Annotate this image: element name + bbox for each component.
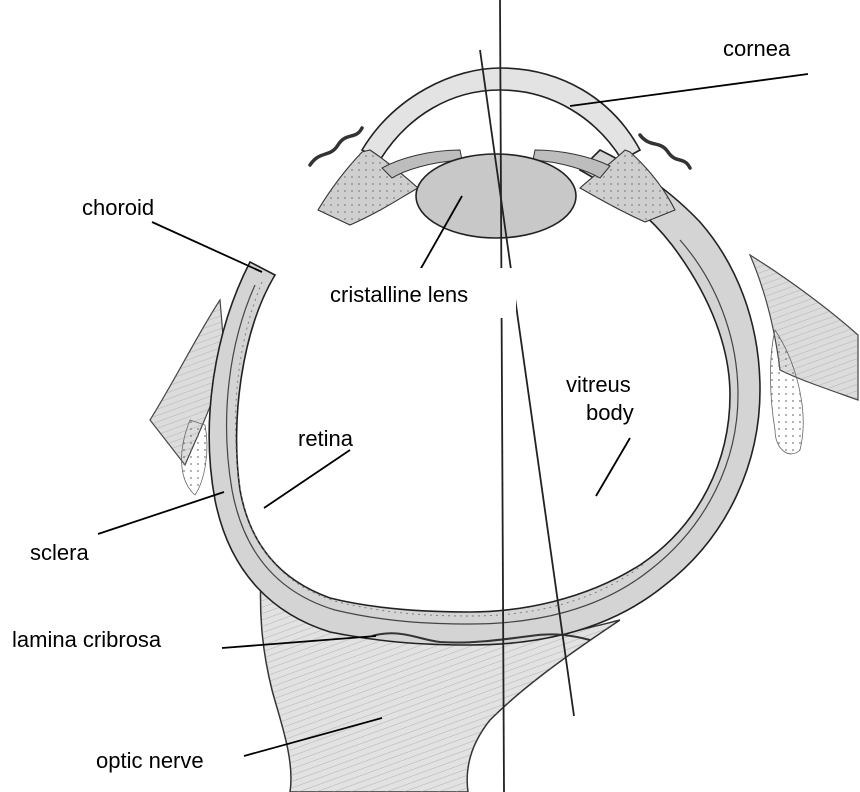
label-choroid: choroid xyxy=(82,195,154,220)
right-conjunctiva xyxy=(640,135,690,168)
label-vitreus: vitreus xyxy=(566,372,631,397)
retina-leader xyxy=(264,450,350,508)
label-retina: retina xyxy=(298,426,354,451)
label-cornea: cornea xyxy=(723,36,791,61)
label-body: body xyxy=(586,400,634,425)
left-conjunctiva xyxy=(310,128,362,165)
sclera-leader xyxy=(98,492,224,534)
label-cristalline-lens: cristalline lens xyxy=(330,282,468,307)
label-sclera: sclera xyxy=(30,540,89,565)
vitreus-leader xyxy=(596,438,630,496)
choroid-leader xyxy=(152,222,262,272)
label-lamina-cribrosa: lamina cribrosa xyxy=(12,627,162,652)
cornea-leader xyxy=(570,74,808,106)
label-optic-nerve: optic nerve xyxy=(96,748,204,773)
